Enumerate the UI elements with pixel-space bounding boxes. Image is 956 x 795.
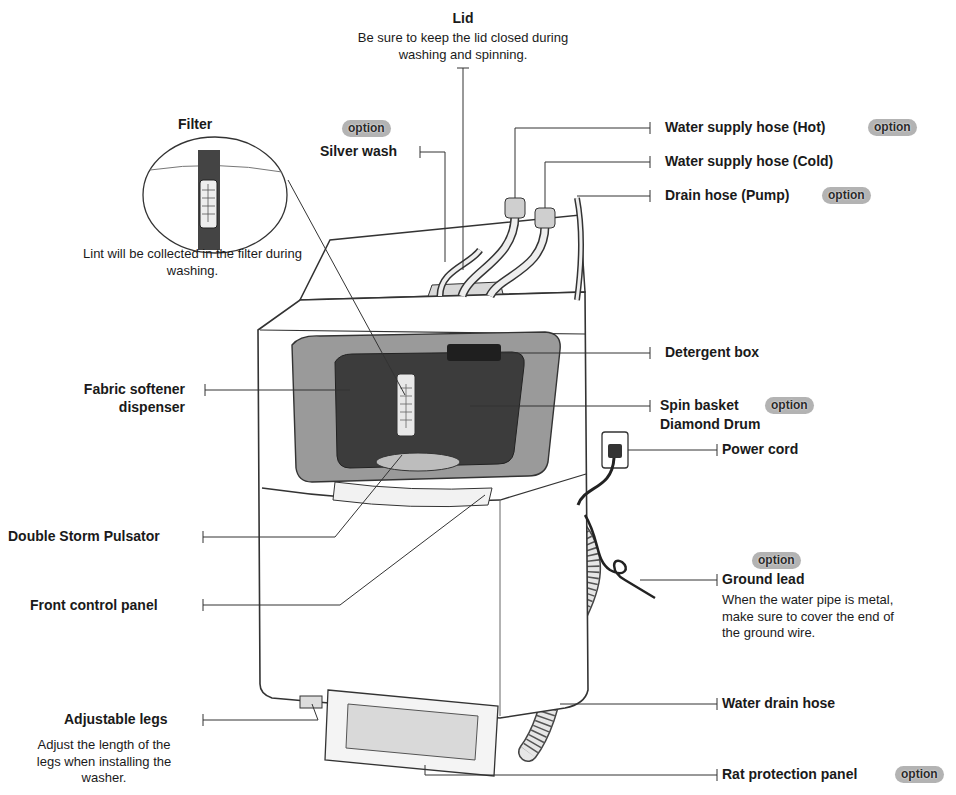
part-name: Power cord xyxy=(722,441,842,459)
power-outlet xyxy=(578,432,628,505)
option-badge: option xyxy=(752,552,801,569)
part-name: Double Storm Pulsator xyxy=(8,528,198,546)
part-name: Diamond Drum xyxy=(660,416,800,434)
option-badge: option xyxy=(895,766,944,783)
part-name: Adjustable legs xyxy=(64,711,204,729)
part-name: Drain hose (Pump) xyxy=(665,187,825,205)
rat-protection-panel xyxy=(325,690,498,776)
part-name: Lid xyxy=(443,10,483,28)
filter-callout xyxy=(143,137,287,253)
part-name: Front control panel xyxy=(30,597,200,615)
ground-lead xyxy=(585,515,655,598)
note-text: Be sure to keep the lid closed during wa… xyxy=(348,30,578,63)
option-badge: option xyxy=(765,397,814,414)
part-name: Filter xyxy=(178,116,238,134)
part-name: Detergent box xyxy=(665,344,825,362)
note-text: Adjust the length of the legs when insta… xyxy=(34,737,174,787)
part-name: Water supply hose (Cold) xyxy=(665,153,885,171)
part-name: Rat protection panel xyxy=(722,766,897,784)
part-name: Ground lead xyxy=(722,571,842,589)
leader-lines xyxy=(203,68,717,781)
part-name: Water supply hose (Hot) xyxy=(665,119,865,137)
option-badge: option xyxy=(822,187,871,204)
note-text: Lint will be collected in the filter dur… xyxy=(75,246,310,279)
note-text: When the water pipe is metal, make sure … xyxy=(722,592,896,642)
washer-body xyxy=(258,292,588,718)
part-name: Spin basket xyxy=(660,397,760,415)
water-supply-hoses xyxy=(440,198,581,300)
part-name: Fabric softener dispenser xyxy=(55,381,185,417)
part-name: Silver wash xyxy=(320,143,420,161)
option-badge: option xyxy=(342,120,391,137)
part-name: Water drain hose xyxy=(722,695,882,713)
option-badge: option xyxy=(868,119,917,136)
